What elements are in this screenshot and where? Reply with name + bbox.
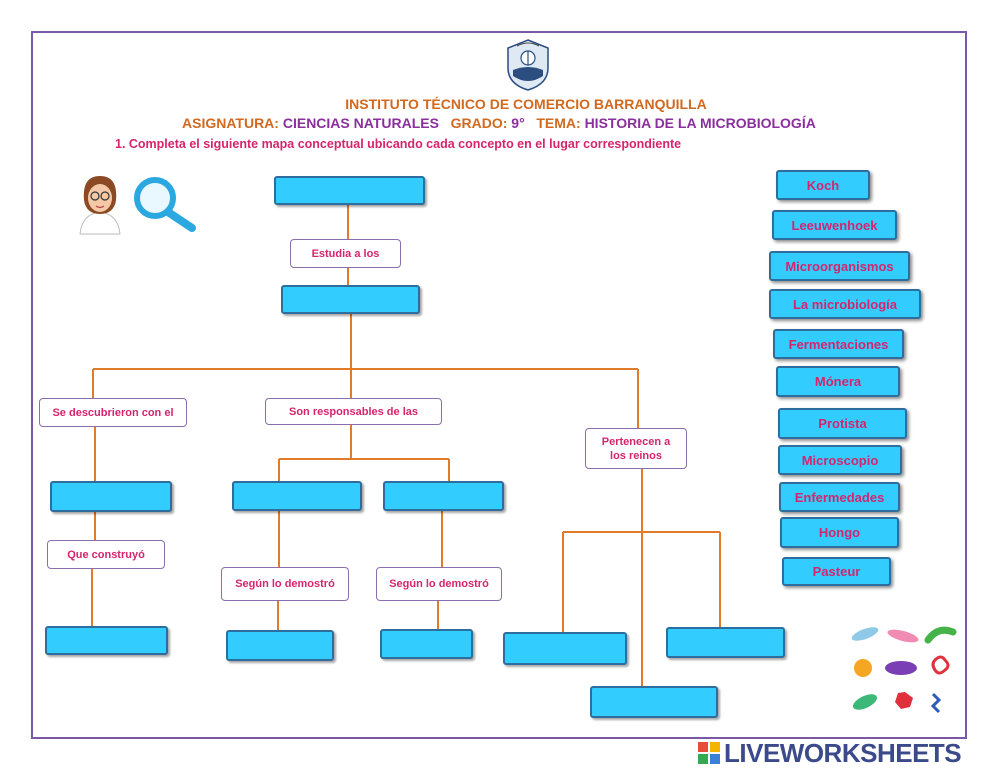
instruction-text: 1. Completa el siguiente mapa conceptual… (115, 137, 682, 151)
bacteria-illustration-icon (851, 626, 957, 714)
connector-demostro-2: Según lo demostró (376, 567, 502, 601)
liveworksheets-logo-icon (698, 742, 720, 764)
slot-responsible-2[interactable] (383, 481, 504, 511)
slot-kingdom-1[interactable] (503, 632, 627, 665)
topic-value: HISTORIA DE LA MICROBIOLOGÍA (584, 115, 816, 131)
slot-demonstrated-2[interactable] (380, 629, 473, 659)
topic-label: TEMA: (536, 115, 581, 131)
connector-demostro-1: Según lo demostró (221, 567, 349, 601)
connector-pertenecen: Pertenecen a los reinos (585, 428, 687, 469)
word-pasteur[interactable]: Pasteur (782, 557, 891, 586)
subject-value: CIENCIAS NATURALES (282, 115, 439, 131)
word-la-microbiologia[interactable]: La microbiología (769, 289, 921, 319)
word-microorganismos[interactable]: Microorganismos (769, 251, 910, 281)
grade-label: GRADO: (450, 115, 508, 131)
slot-level-2[interactable] (281, 285, 420, 314)
scientist-magnifier-icon (79, 176, 196, 235)
connector-descubrieron: Se descubrieron con el (39, 398, 187, 427)
word-koch[interactable]: Koch (776, 170, 870, 200)
slot-responsible-1[interactable] (232, 481, 362, 511)
subject-line: ASIGNATURA: CIENCIAS NATURALES GRADO: 9°… (182, 115, 816, 131)
word-protista[interactable]: Protista (778, 408, 907, 439)
slot-kingdom-3[interactable] (590, 686, 718, 718)
grade-value: 9° (511, 115, 525, 131)
slot-demonstrated-1[interactable] (226, 630, 334, 661)
connector-responsables: Son responsables de las (265, 398, 442, 425)
slot-kingdom-2[interactable] (666, 627, 785, 658)
word-monera[interactable]: Mónera (776, 366, 900, 397)
subject-label: ASIGNATURA: (182, 115, 279, 131)
word-microscopio[interactable]: Microscopio (778, 445, 902, 475)
word-fermentaciones[interactable]: Fermentaciones (773, 329, 904, 359)
slot-discovered-with[interactable] (50, 481, 172, 512)
slot-root[interactable] (274, 176, 425, 205)
slot-built-by[interactable] (45, 626, 168, 655)
word-hongo[interactable]: Hongo (780, 517, 899, 548)
brand-name: LIVEWORKSHEETS (724, 737, 962, 768)
connector-estudia: Estudia a los (290, 239, 401, 268)
connector-construyo: Que construyó (47, 540, 165, 569)
institution-title: INSTITUTO TÉCNICO DE COMERCIO BARRANQUIL… (345, 96, 707, 112)
word-enfermedades[interactable]: Enfermedades (779, 482, 900, 512)
word-leeuwenhoek[interactable]: Leeuwenhoek (772, 210, 897, 240)
liveworksheets-brand: LIVEWORKSHEETS (698, 737, 962, 768)
worksheet-frame (31, 31, 967, 739)
school-logo (507, 39, 549, 91)
